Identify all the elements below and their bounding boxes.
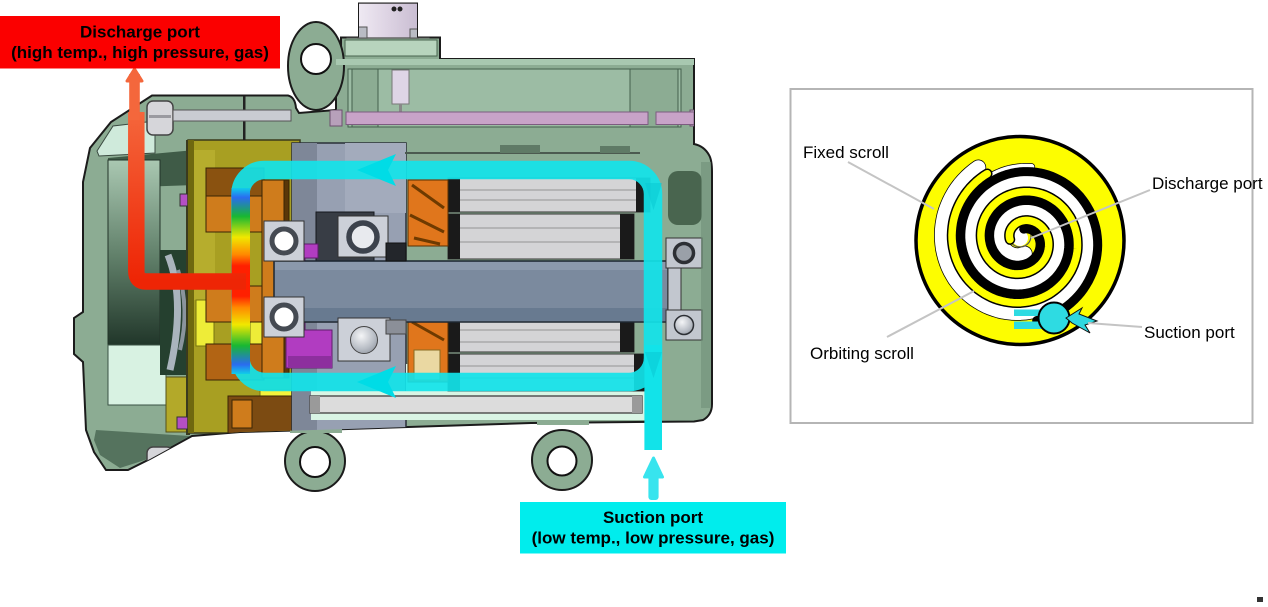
svg-text:Suction port: Suction port (1144, 323, 1235, 342)
svg-text:Discharge port: Discharge port (80, 23, 200, 42)
svg-text:(high temp., high pressure, ga: (high temp., high pressure, gas) (11, 43, 269, 62)
svg-text:Orbiting scroll: Orbiting scroll (810, 344, 914, 363)
svg-text:(low temp., low pressure, gas): (low temp., low pressure, gas) (532, 529, 775, 548)
svg-text:Fixed scroll: Fixed scroll (803, 143, 889, 162)
svg-text:Suction port: Suction port (603, 508, 703, 527)
svg-text:Discharge port: Discharge port (1152, 174, 1263, 193)
